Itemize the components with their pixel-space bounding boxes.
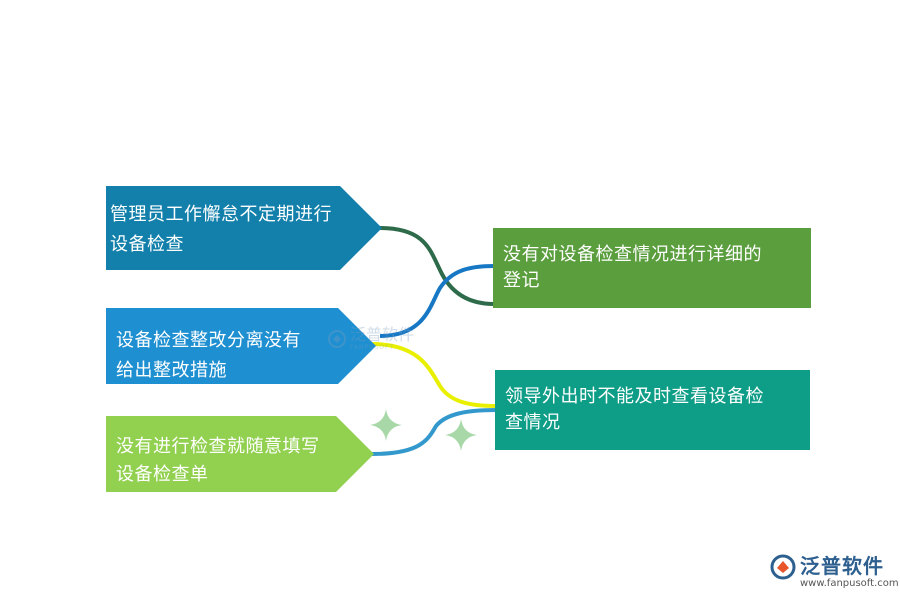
- cause-text-1-line2: 设备检查: [110, 234, 184, 255]
- connector-cause2-effect1: [379, 264, 495, 338]
- cause-text-3-line2: 设备检查单: [116, 464, 209, 485]
- effect-text-2-line1: 领导外出时不能及时查看设备检: [505, 386, 764, 407]
- watermark-sub: FANPUSOFT: [350, 344, 395, 351]
- fanpu-logo-icon: [770, 554, 796, 580]
- watermark-name: 泛普软件: [350, 325, 415, 344]
- cause-text-1-line1: 管理员工作懈怠不定期进行: [110, 204, 332, 225]
- brand-url: www.fanpusoft.com: [800, 578, 899, 589]
- effect-text-2-line2: 查情况: [505, 412, 561, 433]
- cause-box-3: 没有进行检查就随意填写 设备检查单: [106, 416, 374, 492]
- watermark-logo: 泛普软件 FANPUSOFT: [328, 326, 414, 352]
- effect-box-1: 没有对设备检查情况进行详细的 登记: [493, 228, 811, 308]
- effect-text-1-line1: 没有对设备检查情况进行详细的: [503, 244, 762, 265]
- connector-cause2-effect2: [371, 342, 497, 408]
- effect-text-1-line2: 登记: [503, 270, 540, 291]
- cause-text-3-line1: 没有进行检查就随意填写: [116, 436, 320, 457]
- brand-name: 泛普软件: [800, 554, 884, 578]
- cause-box-2: 设备检查整改分离没有 给出整改措施: [106, 308, 376, 384]
- effect-box-2: 领导外出时不能及时查看设备检 查情况: [495, 370, 810, 450]
- fanpu-watermark-icon: [328, 330, 346, 348]
- cause-text-2-line1: 设备检查整改分离没有: [116, 330, 301, 351]
- cause-text-2-line2: 给出整改措施: [116, 360, 227, 381]
- connector-cause3-effect2: [371, 408, 497, 456]
- cause-box-1: 管理员工作懈怠不定期进行 设备检查: [106, 186, 382, 270]
- connector-cause1-effect1: [379, 226, 495, 306]
- sparkle-icon: [370, 409, 402, 441]
- sparkle-icon: [445, 419, 477, 451]
- brand-logo: 泛普软件 www.fanpusoft.com: [770, 554, 899, 590]
